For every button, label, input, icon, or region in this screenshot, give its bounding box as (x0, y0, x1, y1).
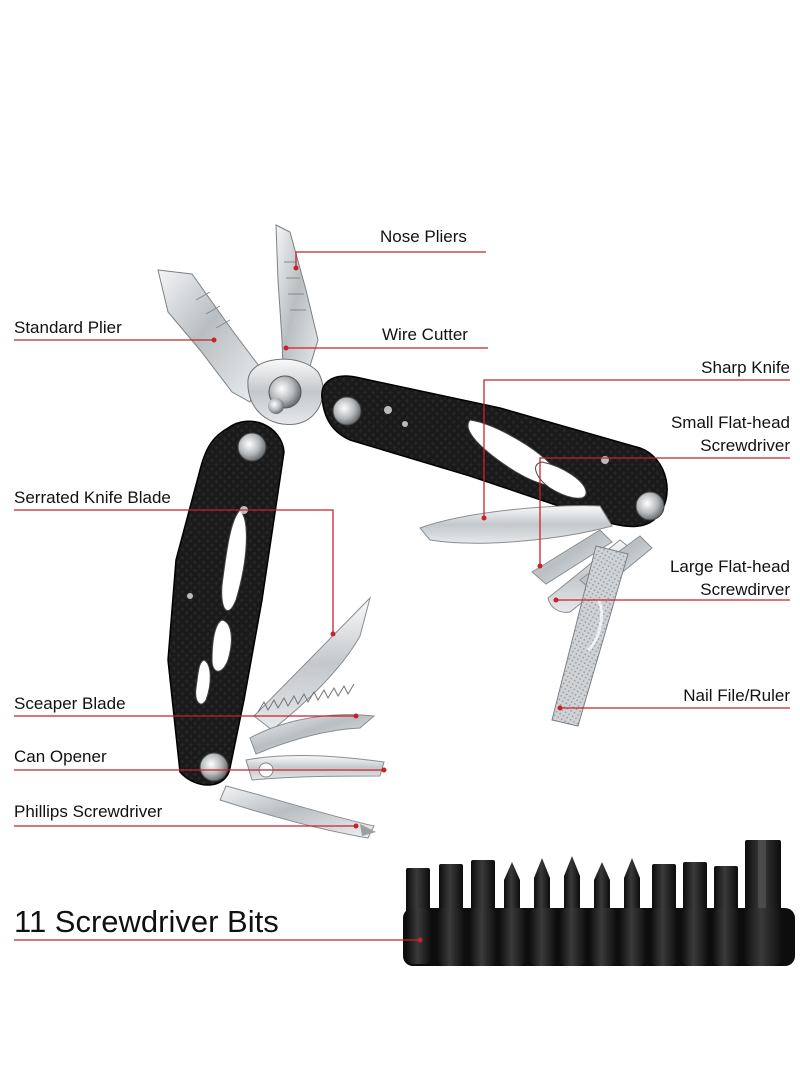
label-can-opener: Can Opener (14, 747, 107, 766)
label-small-flathead-1: Small Flat-head (671, 413, 790, 432)
right-tools (419, 505, 653, 727)
label-large-flathead-1: Large Flat-head (670, 557, 790, 576)
standard-plier-jaw (157, 269, 263, 403)
label-wire-cutter: Wire Cutter (382, 325, 468, 344)
bit-4 (499, 862, 527, 966)
right-handle (321, 375, 668, 528)
can-opener (245, 755, 385, 781)
bit-adapter (743, 840, 783, 966)
sharp-knife-blade (419, 505, 613, 544)
label-screwdriver-bits: 11 Screwdriver Bits (14, 904, 279, 939)
label-phillips-screwdriver: Phillips Screwdriver (14, 802, 163, 821)
bit-1 (406, 868, 432, 964)
label-nail-file-ruler: Nail File/Ruler (683, 686, 790, 705)
phillips-screwdriver-blade (219, 785, 375, 839)
label-sceaper-blade: Sceaper Blade (14, 694, 126, 713)
bit-3 (469, 860, 497, 966)
bit-8 (619, 858, 647, 966)
label-nose-pliers: Nose Pliers (380, 227, 467, 246)
bit-2 (437, 864, 465, 966)
bit-11 (712, 866, 740, 966)
left-handle (167, 420, 285, 786)
screwdriver-bits (403, 840, 795, 966)
bit-9 (650, 864, 678, 966)
label-standard-plier: Standard Plier (14, 318, 122, 337)
bit-6 (559, 856, 587, 966)
label-small-flathead-2: Screwdriver (700, 436, 790, 455)
serrated-knife-blade (253, 596, 371, 731)
nail-file-ruler (551, 545, 629, 727)
bit-7 (589, 862, 617, 966)
label-large-flathead-2: Screwdirver (700, 580, 790, 599)
bit-5 (529, 858, 557, 966)
bit-10 (681, 862, 709, 966)
sceaper-blade (249, 714, 376, 755)
small-flathead-blade (531, 529, 613, 585)
callout-lines (14, 251, 790, 943)
plier-jaws (157, 224, 324, 426)
label-sharp-knife: Sharp Knife (701, 358, 790, 377)
label-serrated-knife-blade: Serrated Knife Blade (14, 488, 171, 507)
left-tools (219, 596, 385, 839)
labels: Nose Pliers Standard Plier Wire Cutter S… (14, 227, 790, 939)
